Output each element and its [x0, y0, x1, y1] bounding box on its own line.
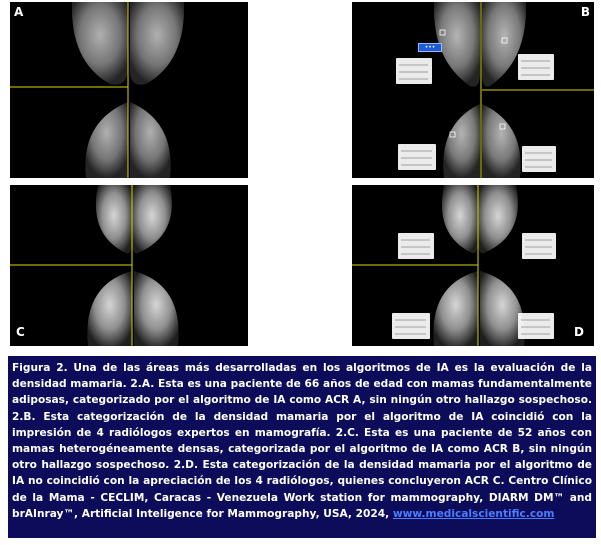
ai-overlay-button[interactable]: ••• — [418, 43, 442, 52]
ai-overlay-button-label: ••• — [424, 44, 436, 51]
mammogram-panel-b: ••• B — [352, 2, 594, 178]
caption-text: Figura 2. Una de las áreas más desarroll… — [12, 362, 592, 520]
mammogram-panel-a: A — [10, 2, 248, 178]
mammogram-panel-c: C — [10, 185, 248, 346]
panel-label-a: A — [14, 5, 24, 19]
mammogram-panel-d: D — [352, 185, 594, 346]
panel-label-b: B — [580, 5, 590, 19]
figure-caption: Figura 2. Una de las áreas más desarroll… — [8, 356, 596, 538]
panel-label-d: D — [574, 325, 584, 339]
panel-label-c: C — [16, 325, 25, 339]
caption-link[interactable]: www.medicalscientific.com — [392, 507, 555, 520]
